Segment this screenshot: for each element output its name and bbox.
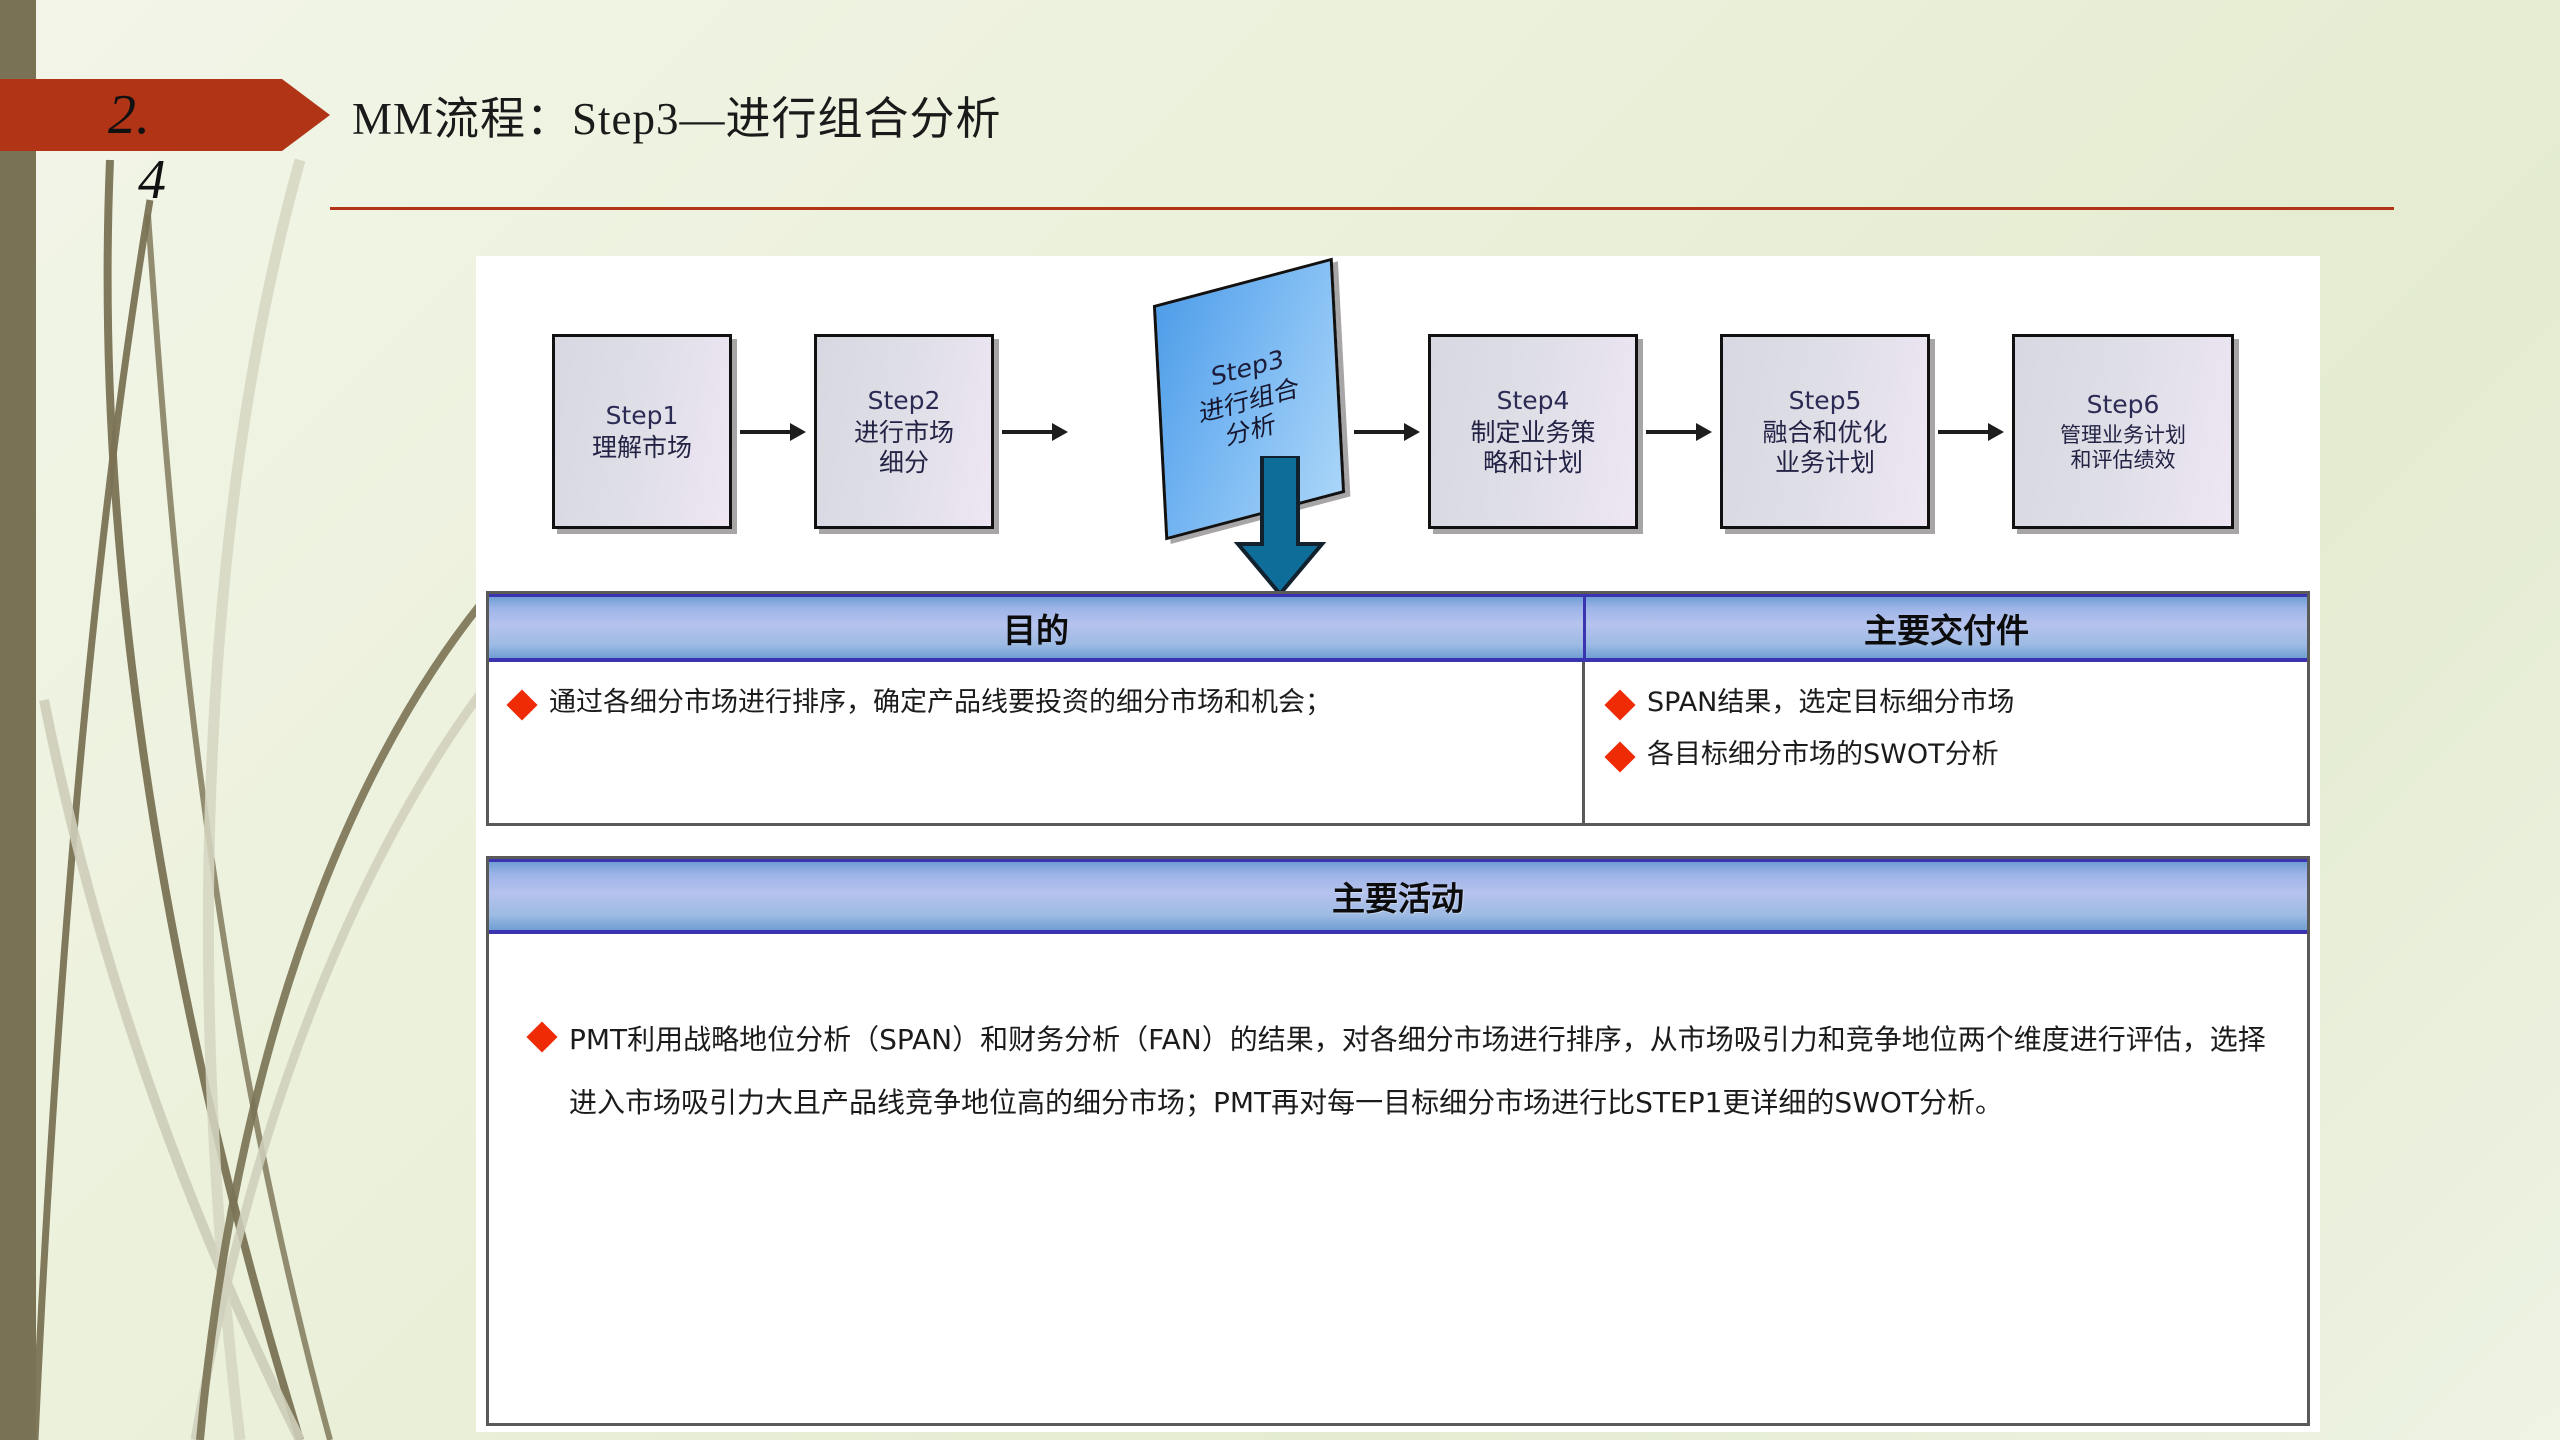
activities-body: PMT利用战略地位分析（SPAN）和财务分析（FAN）的结果，对各细分市场进行排… (489, 934, 2307, 1134)
flow-step-2[interactable]: Step2 进行市场 细分 (814, 334, 994, 529)
flow-arrow-4 (1646, 423, 1712, 441)
slide-number-part2: 4 (138, 149, 166, 211)
flow-arrow-4-head (1696, 423, 1712, 441)
deliverable-bullet-1-text: SPAN结果，选定目标细分市场 (1647, 687, 2015, 718)
flow-arrow-2 (1002, 423, 1068, 441)
flow-arrow-1-head (790, 423, 806, 441)
deliverables-cell: SPAN结果，选定目标细分市场 各目标细分市场的SWOT分析 (1582, 662, 2307, 823)
purpose-bullet-1-text: 通过各细分市场进行排序，确定产品线要投资的细分市场和机会； (549, 687, 1332, 718)
title-underline (330, 207, 2394, 210)
flow-step-5[interactable]: Step5 融合和优化 业务计划 (1720, 334, 1930, 529)
flow-arrow-3-head (1404, 423, 1420, 441)
flow-step-6[interactable]: Step6 管理业务计划 和评估绩效 (2012, 334, 2234, 529)
flow-step-4-desc-line-1: 制定业务策 (1470, 418, 1596, 448)
flow-arrow-2-head (1052, 423, 1068, 441)
content-panel: Step1 理解市场 Step2 进行市场 细分 Step3 进行组合 分析 (476, 256, 2320, 1432)
flow-step-2-desc-line-1: 进行市场 (853, 418, 954, 448)
deliverables-column-header: 主要交付件 (1586, 594, 2307, 662)
title-banner: 2. (0, 79, 330, 151)
flow-step-6-desc-line-1: 管理业务计划 (2060, 422, 2186, 447)
flow-step-1[interactable]: Step1 理解市场 (552, 334, 732, 529)
flow-arrow-3 (1354, 423, 1420, 441)
flow-arrow-3-shaft (1354, 430, 1406, 434)
flow-step-5-desc-line-2: 业务计划 (1774, 447, 1875, 477)
flow-step-5-name: Step5 (1788, 385, 1862, 415)
flow-step-5-desc-line-1: 融合和优化 (1762, 418, 1888, 448)
left-accent-bar (0, 0, 36, 1440)
flow-step-2-desc-line-2: 细分 (878, 447, 929, 477)
deliverable-bullet-1: SPAN结果，选定目标细分市场 (1604, 684, 2289, 722)
page-title: MM流程：Step3—进行组合分析 (352, 94, 1002, 144)
flow-step-2-name: Step2 (867, 385, 941, 415)
flow-arrow-5-head (1988, 423, 2004, 441)
flow-step-6-name: Step6 (2086, 390, 2160, 420)
banner-chevron-shape (0, 79, 330, 151)
flow-step-4[interactable]: Step4 制定业务策 略和计划 (1428, 334, 1638, 529)
flow-arrow-5 (1938, 423, 2004, 441)
activity-bullet-1-text: PMT利用战略地位分析（SPAN）和财务分析（FAN）的结果，对各细分市场进行排… (569, 1023, 2266, 1119)
diamond-bullet-icon (526, 1021, 558, 1053)
main-activities-table: 主要活动 PMT利用战略地位分析（SPAN）和财务分析（FAN）的结果，对各细分… (486, 856, 2310, 1426)
flow-step-4-name: Step4 (1496, 385, 1570, 415)
down-arrow-icon (1233, 456, 1327, 598)
activity-bullet-1: PMT利用战略地位分析（SPAN）和财务分析（FAN）的结果，对各细分市场进行排… (526, 1008, 2307, 1134)
purpose-cell: 通过各细分市场进行排序，确定产品线要投资的细分市场和机会； (489, 662, 1583, 823)
flow-step-1-name: Step1 (605, 400, 679, 430)
flow-arrow-1 (740, 423, 806, 441)
flow-step-6-desc-line-2: 和评估绩效 (2070, 447, 2176, 472)
diamond-bullet-icon (506, 689, 538, 721)
activities-header: 主要活动 (489, 859, 2307, 934)
purpose-column-header: 目的 (489, 594, 1586, 662)
deliverable-bullet-2-text: 各目标细分市场的SWOT分析 (1647, 739, 1999, 771)
flow-step-1-desc-line-1: 理解市场 (591, 433, 692, 462)
flow-step-4-desc-line-2: 略和计划 (1482, 447, 1583, 477)
process-flow-diagram: Step1 理解市场 Step2 进行市场 细分 Step3 进行组合 分析 (476, 256, 2320, 598)
purpose-bullet-1: 通过各细分市场进行排序，确定产品线要投资的细分市场和机会； (506, 684, 1549, 722)
flow-arrow-1-shaft (740, 430, 792, 434)
diamond-bullet-icon (1604, 689, 1636, 721)
purpose-deliverables-table: 目的 主要交付件 通过各细分市场进行排序，确定产品线要投资的细分市场和机会； S… (486, 591, 2310, 826)
flow-arrow-2-shaft (1002, 430, 1054, 434)
table-column-divider (1582, 662, 1585, 823)
flow-arrow-5-shaft (1938, 430, 1990, 434)
flow-arrow-4-shaft (1646, 430, 1698, 434)
purpose-table-body: 通过各细分市场进行排序，确定产品线要投资的细分市场和机会； SPAN结果，选定目… (489, 662, 2307, 823)
slide-number-part1: 2. (108, 84, 150, 146)
purpose-table-header-row: 目的 主要交付件 (489, 594, 2307, 662)
diamond-bullet-icon (1604, 741, 1636, 773)
deliverable-bullet-2: 各目标细分市场的SWOT分析 (1604, 736, 2289, 774)
